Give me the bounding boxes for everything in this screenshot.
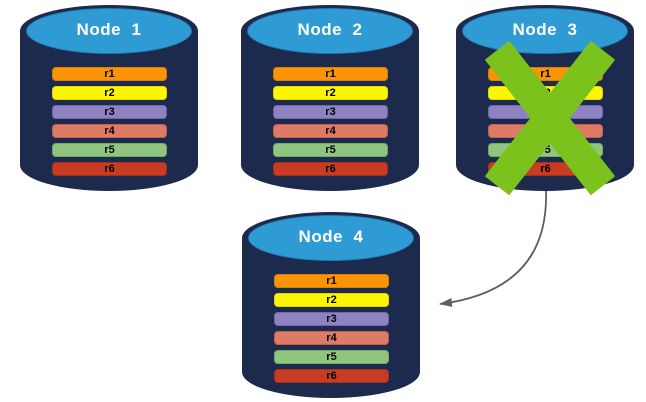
replica-list: r1 r2 r3 r4 r5 r6 (488, 67, 603, 181)
replica-row-r1: r1 (52, 67, 167, 81)
replica-list: r1 r2 r3 r4 r5 r6 (52, 67, 167, 181)
node-4-cylinder: Node 4 r1 r2 r3 r4 r5 r6 (242, 212, 420, 398)
replica-row-r3: r3 (52, 105, 167, 119)
replica-row-r6: r6 (273, 162, 388, 176)
replica-row-r1: r1 (274, 274, 389, 288)
node-1-cylinder: Node 1 r1 r2 r3 r4 r5 r6 (20, 5, 198, 191)
replica-row-r4: r4 (52, 124, 167, 138)
node-3-cylinder: Node 3 r1 r2 r3 r4 r5 r6 (456, 5, 634, 196)
replica-row-r2: r2 (274, 293, 389, 307)
node-title: Node 3 (512, 20, 578, 39)
replica-row-r4: r4 (488, 124, 603, 138)
replica-list: r1 r2 r3 r4 r5 r6 (273, 67, 388, 181)
replica-row-r2: r2 (52, 86, 167, 100)
replica-list: r1 r2 r3 r4 r5 r6 (274, 274, 389, 388)
replica-row-r4: r4 (274, 331, 389, 345)
replica-row-r2: r2 (488, 86, 603, 100)
replica-row-r3: r3 (274, 312, 389, 326)
node-title: Node 1 (76, 20, 142, 39)
node-title: Node 4 (298, 227, 364, 246)
replica-row-r6: r6 (274, 369, 389, 383)
replica-row-r5: r5 (274, 350, 389, 364)
replica-row-r3: r3 (273, 105, 388, 119)
replica-row-r6: r6 (52, 162, 167, 176)
replica-row-r6: r6 (488, 162, 603, 176)
replica-row-r1: r1 (273, 67, 388, 81)
replica-row-r3: r3 (488, 105, 603, 119)
node-2-cylinder: Node 2 r1 r2 r3 r4 r5 r6 (241, 5, 419, 191)
cylinder-top-face (247, 8, 413, 54)
replica-row-r5: r5 (273, 143, 388, 157)
node-title: Node 2 (297, 20, 363, 39)
replica-row-r5: r5 (52, 143, 167, 157)
replica-row-r4: r4 (273, 124, 388, 138)
cylinder-top-face (248, 215, 414, 261)
cylinder-top-face (26, 8, 192, 54)
replica-row-r2: r2 (273, 86, 388, 100)
replica-row-r1: r1 (488, 67, 603, 81)
replica-row-r5: r5 (488, 143, 603, 157)
